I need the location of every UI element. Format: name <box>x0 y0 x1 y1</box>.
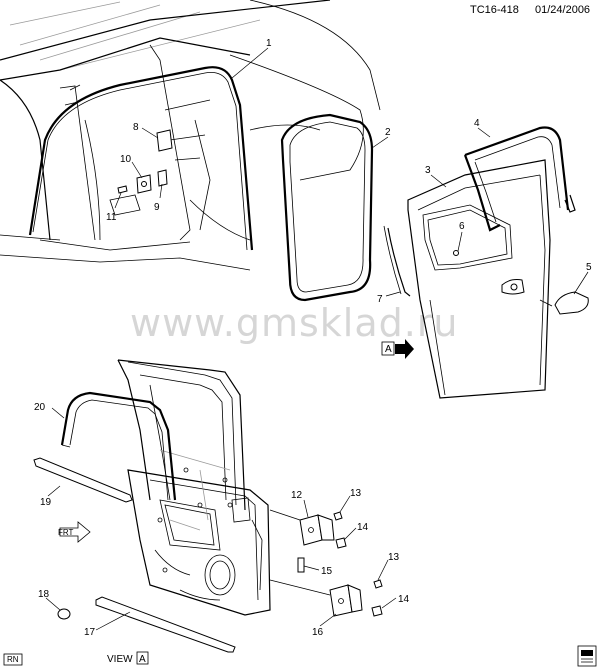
part-9-bumper <box>157 169 168 187</box>
part-2-weatherstrip <box>280 113 374 302</box>
part-18-plug <box>57 608 71 620</box>
callout-10: 10 <box>120 154 132 165</box>
callout-8: 8 <box>133 122 139 133</box>
diagram-date: 01/24/2006 <box>535 4 590 16</box>
part-12-upper-hinge <box>269 509 335 546</box>
svg-text:VIEW: VIEW <box>107 654 133 665</box>
callout-14-lower: 14 <box>398 594 410 605</box>
callout-14-upper: 14 <box>357 522 369 533</box>
svg-text:FRT: FRT <box>58 528 74 537</box>
callout-4: 4 <box>474 118 480 129</box>
callout-6: 6 <box>459 221 465 232</box>
part-20-seal <box>60 391 177 501</box>
view-a-arrow: A <box>381 339 414 359</box>
part-13-bolt-upper <box>333 511 343 521</box>
corner-code: RN <box>3 653 23 666</box>
callout-9: 9 <box>154 202 160 213</box>
svg-text:A: A <box>385 344 392 355</box>
rear-door-outer <box>407 159 551 399</box>
watermark: www.gmsklad.ru <box>130 301 459 345</box>
callout-11: 11 <box>106 212 117 223</box>
leader-lines <box>45 47 589 631</box>
callout-18: 18 <box>38 589 50 600</box>
diagram-code: TC16-418 <box>470 4 519 16</box>
callout-3: 3 <box>425 165 431 176</box>
callout-12: 12 <box>291 490 303 501</box>
part-19-belt-molding <box>33 457 133 503</box>
callout-13-lower: 13 <box>388 552 400 563</box>
gmsklad-logo <box>577 645 597 667</box>
callout-17: 17 <box>84 627 96 638</box>
callout-2: 2 <box>385 127 391 138</box>
callout-16: 16 <box>312 627 324 638</box>
callout-19: 19 <box>40 497 52 508</box>
part-11-bolt <box>117 185 128 194</box>
part-14-bolt-upper <box>335 537 347 549</box>
part-6-screw <box>453 250 459 256</box>
callout-15: 15 <box>321 566 333 577</box>
callout-1: 1 <box>266 38 272 49</box>
callout-5: 5 <box>586 262 592 273</box>
part-4-window-channel <box>463 126 576 232</box>
callout-7: 7 <box>377 294 383 305</box>
svg-text:RN: RN <box>7 655 19 664</box>
callout-13-upper: 13 <box>350 488 362 499</box>
part-5-outside-handle <box>554 291 589 315</box>
part-16-lower-hinge <box>269 579 363 617</box>
view-label: VIEW A <box>107 651 149 665</box>
part-13-bolt-lower <box>373 579 383 589</box>
part-8-bracket <box>156 129 173 152</box>
front-arrow: FRT <box>58 521 91 543</box>
callout-numbers: 1 2 3 4 5 6 7 8 9 10 11 12 13 13 14 14 1… <box>34 38 592 638</box>
vehicle-body-illustration <box>0 0 381 271</box>
svg-text:A: A <box>139 654 146 665</box>
part-7-seal <box>387 227 411 297</box>
part-14-bolt-lower <box>371 605 383 617</box>
callout-20: 20 <box>34 402 46 413</box>
door-inner-panel <box>117 359 271 616</box>
part-15-bolt <box>297 557 305 573</box>
part-17-lower-molding <box>95 596 236 653</box>
